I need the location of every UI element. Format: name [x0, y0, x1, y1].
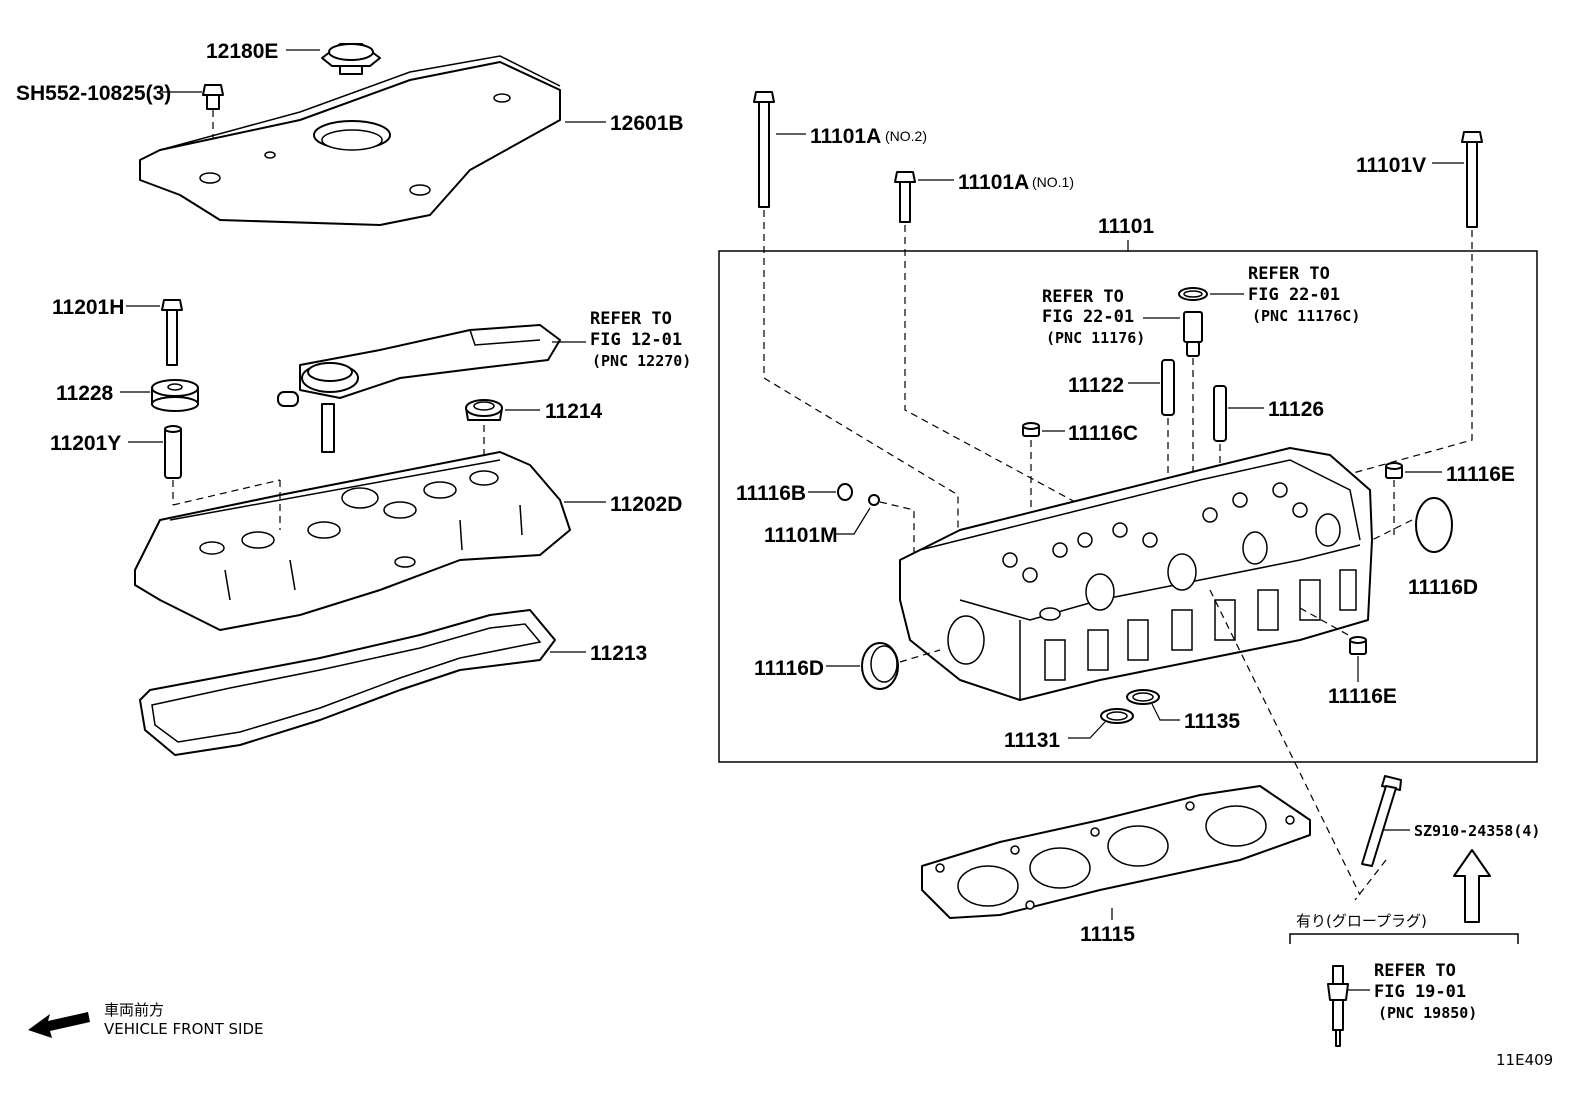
label-11115: 11115 [1080, 923, 1135, 946]
label-11116d-left: 11116D [754, 657, 824, 680]
label-11202d: 11202D [610, 493, 682, 516]
refer-fig19-line3: (PNC 19850) [1378, 1004, 1477, 1022]
label-11101a-no2: 11101A [810, 125, 881, 148]
label-11228: 11228 [56, 382, 114, 405]
label-11126: 11126 [1268, 398, 1324, 421]
refer-fig22a-line2: FIG 22-01 [1042, 307, 1134, 327]
label-no2-suffix: (NO.2) [885, 128, 927, 144]
plug-e-bottom-icon [1349, 636, 1367, 655]
pcv-assembly-icon [277, 324, 561, 453]
label-11116c: 11116C [1068, 422, 1138, 445]
refer-fig12-line2: FIG 12-01 [590, 330, 682, 350]
filler-neck-icon [465, 399, 503, 421]
pin-icon [868, 494, 880, 506]
head-cover-gasket-icon [139, 609, 556, 756]
oil-filler-cap-icon [321, 43, 381, 75]
label-11116b: 11116B [736, 482, 806, 505]
refer-fig12-line1: REFER TO [590, 309, 672, 329]
head-bolt-v-icon [1461, 131, 1483, 228]
label-11101v: 11101V [1356, 154, 1426, 177]
label-11116e-bottom: 11116E [1328, 685, 1397, 708]
head-gasket-icon [921, 785, 1311, 919]
label-11101m: 11101M [764, 524, 838, 547]
label-11135: 11135 [1184, 710, 1240, 733]
vehicle-front-en: VEHICLE FRONT SIDE [104, 1020, 264, 1038]
label-11214: 11214 [545, 400, 603, 423]
refer-fig12-line3: (PNC 12270) [592, 352, 691, 370]
refer-fig22b-line3: (PNC 11176C) [1252, 307, 1360, 325]
seal-11131-icon [1100, 708, 1134, 724]
label-11101a-no1: 11101A [958, 171, 1029, 194]
plug-c-icon [1022, 422, 1040, 437]
label-11131: 11131 [1004, 729, 1060, 752]
vehicle-front-jp: 車両前方 [104, 1001, 164, 1019]
label-12601b: 12601B [610, 112, 684, 135]
injector-seal-ring-icon [1178, 287, 1208, 301]
head-bolt-long-icon [753, 91, 775, 208]
refer-fig22a-line1: REFER TO [1042, 287, 1124, 307]
label-12180e: 12180E [206, 40, 278, 63]
label-11213: 11213 [590, 642, 647, 665]
injector-sleeve-icon [1183, 311, 1203, 357]
label-11201y: 11201Y [50, 432, 121, 455]
cylinder-head-icon [899, 447, 1373, 701]
valve-guide-icon [1161, 359, 1175, 416]
label-11116e-top: 11116E [1446, 463, 1515, 486]
label-sh552: SH552-10825(3) [16, 82, 171, 105]
expansion-plug-right-icon [1415, 497, 1453, 553]
label-no1-suffix: (NO.1) [1032, 174, 1074, 190]
refer-fig22b-line1: REFER TO [1248, 264, 1330, 284]
head-cover-bolt-icon [161, 299, 183, 366]
label-11116d-right: 11116D [1408, 576, 1478, 599]
expansion-plug-left-icon [861, 642, 899, 690]
sleeve-icon [164, 425, 182, 479]
vehicle-front-arrow-icon [28, 1012, 90, 1038]
diagram-code: 11E409 [1496, 1051, 1553, 1069]
plug-e-top-icon [1385, 462, 1403, 479]
refer-fig19-line2: FIG 19-01 [1374, 982, 1466, 1002]
refer-fig19-line1: REFER TO [1374, 961, 1456, 981]
head-bolt-short-icon [894, 171, 916, 223]
cylinder-head-cover-icon [134, 451, 571, 631]
grommet-icon [151, 379, 199, 412]
exhaust-valve-guide-icon [1213, 385, 1227, 442]
refer-fig22a-line3: (PNC 11176) [1046, 329, 1145, 347]
seal-11135-icon [1126, 689, 1160, 705]
label-11101: 11101 [1098, 215, 1154, 238]
glow-plug-icon [1327, 965, 1349, 1047]
engine-cover-icon [139, 55, 561, 226]
label-11201h: 11201H [52, 296, 124, 319]
arrow-up-icon [1453, 849, 1491, 923]
label-11122: 11122 [1068, 374, 1124, 397]
label-sz910: SZ910-24358(4) [1414, 822, 1540, 840]
glow-plug-note: 有り(グロープラグ) [1296, 912, 1427, 930]
cover-bolt-icon [202, 84, 224, 110]
plug-b-icon [837, 483, 853, 501]
refer-fig22b-line2: FIG 22-01 [1248, 285, 1340, 305]
head-bolt-sz910-icon [1361, 775, 1402, 867]
